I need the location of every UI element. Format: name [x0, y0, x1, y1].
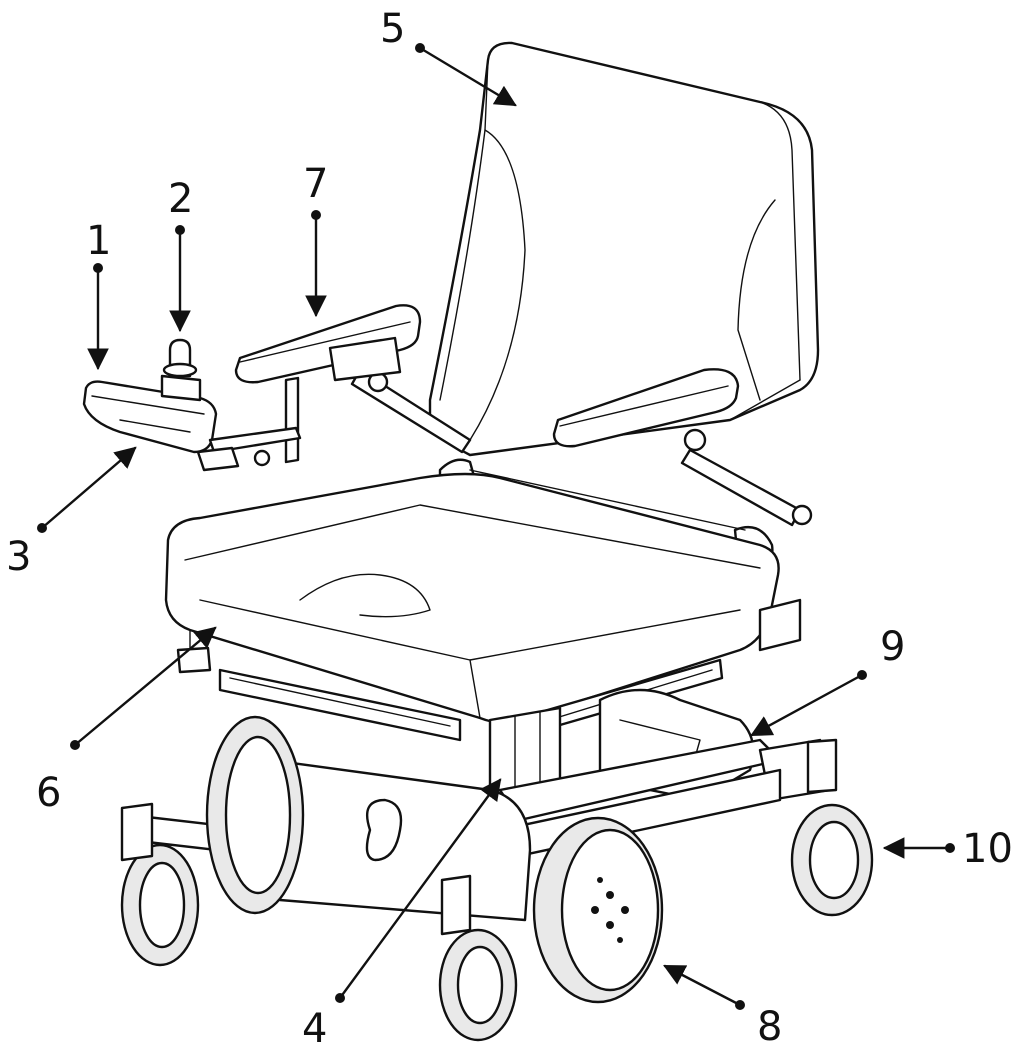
callout-3-leader — [40, 446, 137, 530]
callout-labels: 1 2 3 4 5 6 7 8 9 10 — [6, 6, 1013, 1047]
callout-4-leader — [338, 778, 502, 1000]
drive-wheel-rear — [205, 715, 305, 915]
callout-10-label: 10 — [962, 826, 1013, 872]
caster-front-left — [120, 802, 200, 967]
callout-6-label: 6 — [36, 770, 61, 816]
recline-hinges — [350, 368, 813, 577]
callout-5-leader — [418, 46, 517, 107]
callout-1-label: 1 — [86, 218, 111, 264]
leader-lines — [37, 43, 955, 1010]
backrest — [428, 41, 820, 457]
caster-front-right — [438, 874, 518, 1042]
callout-9-label: 9 — [880, 624, 905, 670]
joystick-controller — [82, 338, 302, 472]
drive-wheel-front — [532, 816, 664, 1004]
callout-9-leader — [750, 673, 864, 737]
callout-4-label: 4 — [302, 1006, 327, 1047]
seat-cushion — [164, 472, 780, 724]
callout-8-label: 8 — [757, 1004, 782, 1047]
callout-3-label: 3 — [6, 534, 31, 580]
caster-rear-right — [790, 738, 874, 917]
callout-6-leader — [73, 626, 217, 747]
armrest-right — [552, 368, 740, 448]
callout-7-label: 7 — [303, 161, 328, 207]
callout-5-label: 5 — [380, 6, 405, 52]
callout-2-label: 2 — [168, 176, 193, 222]
callout-8-leader — [663, 964, 742, 1007]
